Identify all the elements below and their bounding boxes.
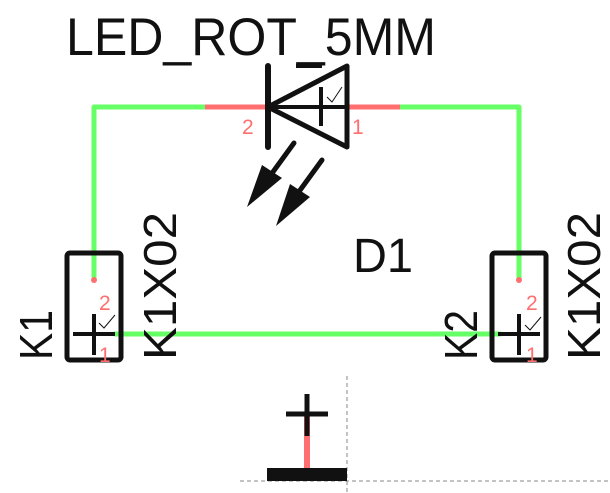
led-light-arrows-icon — [247, 140, 325, 226]
connector-k2-pin-2-label: 2 — [526, 292, 538, 315]
supply-symbol[interactable] — [267, 394, 347, 481]
led-check-icon — [326, 86, 343, 103]
connector-k1-value-label: K1X02 — [134, 212, 186, 360]
connector-k2[interactable]: 2 1 K2 K1X02 — [435, 212, 610, 367]
connector-k2-pin-1-label: 1 — [526, 344, 538, 367]
connector-k1-pin-2-label: 2 — [99, 292, 111, 315]
led-pin-1-label: 1 — [352, 116, 364, 139]
connector-k1[interactable]: 2 1 K1 K1X02 — [10, 212, 186, 367]
connector-k1-check-icon — [98, 314, 116, 329]
led-d1[interactable]: 2 1 LED_ROT_5MM D1 — [66, 8, 436, 283]
connector-k2-body — [489, 250, 549, 363]
connector-k2-value-label: K1X02 — [558, 212, 610, 360]
connector-k2-check-icon — [524, 316, 542, 331]
led-pin-2-label: 2 — [242, 116, 254, 139]
connector-k1-pin-1-label: 1 — [99, 344, 111, 367]
connector-k2-name-label: K2 — [435, 310, 487, 360]
connector-k2-pin-2 — [516, 277, 522, 283]
connector-k1-pin-2 — [91, 277, 97, 283]
wire-net-top[interactable] — [91, 104, 522, 280]
supply-bar — [267, 468, 347, 481]
connector-k1-name-label: K1 — [10, 310, 62, 360]
led-value-label: LED_ROT_5MM — [66, 8, 436, 67]
led-name-label: D1 — [353, 230, 413, 283]
connector-k1-body — [64, 250, 124, 363]
